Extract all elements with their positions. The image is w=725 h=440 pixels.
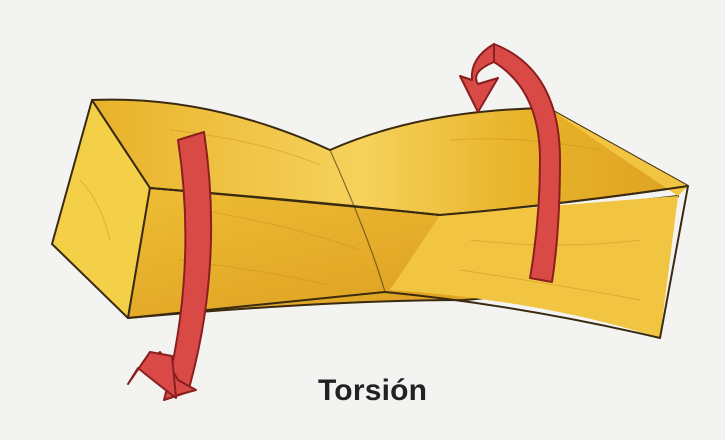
diagram-caption: Torsión bbox=[318, 374, 427, 408]
twisted-bar bbox=[52, 100, 688, 338]
